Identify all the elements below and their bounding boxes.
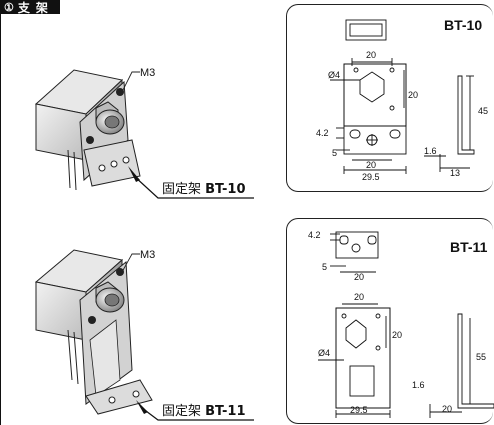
sensor-bt10-illustration: M3 [34, 67, 254, 199]
bt11-dim-slot-width: 4.2 [308, 230, 321, 240]
bt11-dim-height: 55 [476, 352, 486, 362]
bt11-model-title: BT-11 [450, 239, 488, 255]
bt10-model-title: BT-10 [444, 17, 482, 33]
bt10-dim-foot-length: 13 [450, 168, 460, 178]
screw-label-1: M3 [140, 67, 155, 79]
bt11-dim-top-width: 20 [354, 292, 364, 302]
sensor-bt11-illustration: M3 [34, 249, 254, 421]
bt10-dim-base-width: 29.5 [362, 172, 380, 182]
bt10-dim-height: 45 [478, 106, 488, 116]
bt10-drawing-panel [286, 4, 493, 192]
bt11-dim-base-width: 29.5 [350, 405, 368, 415]
bt10-dim-slot-width: 4.2 [316, 128, 329, 138]
bt10-dim-thickness: 1.6 [424, 146, 437, 156]
bt11-caption-model: BT-11 [205, 404, 246, 419]
bt10-technical-drawing [330, 19, 475, 174]
bt11-dim-hole-dia: Ø4 [318, 348, 330, 358]
bt10-dim-hole-offset: 20 [408, 90, 418, 100]
bt10-caption-prefix: 固定架 [162, 182, 206, 197]
section-number: ① [4, 1, 14, 14]
bt11-caption: 固定架 BT-11 [162, 400, 246, 419]
bt10-caption-model: BT-10 [205, 182, 246, 197]
bt11-dim-thickness: 1.6 [412, 380, 425, 390]
bt11-caption-prefix: 固定架 [162, 404, 206, 419]
bt11-technical-drawing [318, 231, 494, 418]
screw-label-2: M3 [140, 249, 155, 261]
bt11-dim-hole-offset: 20 [392, 330, 402, 340]
bt10-dim-hole-dia: Ø4 [328, 70, 340, 80]
bt10-caption: 固定架 BT-10 [162, 178, 246, 197]
left-rule [0, 14, 1, 425]
section-title: 支架 [17, 0, 54, 15]
bt11-dim-slot-spacing: 20 [354, 272, 364, 282]
section-header: ① 支架 [0, 0, 60, 15]
bt10-dim-slot-spacing: 20 [366, 160, 376, 170]
bt11-drawing-panel [286, 218, 493, 424]
bt11-dim-foot-length: 20 [442, 404, 452, 414]
bt10-dim-top-width: 20 [366, 50, 376, 60]
bt10-dim-base-offset: 5 [332, 148, 337, 158]
bt11-dim-base-offset: 5 [322, 262, 327, 272]
